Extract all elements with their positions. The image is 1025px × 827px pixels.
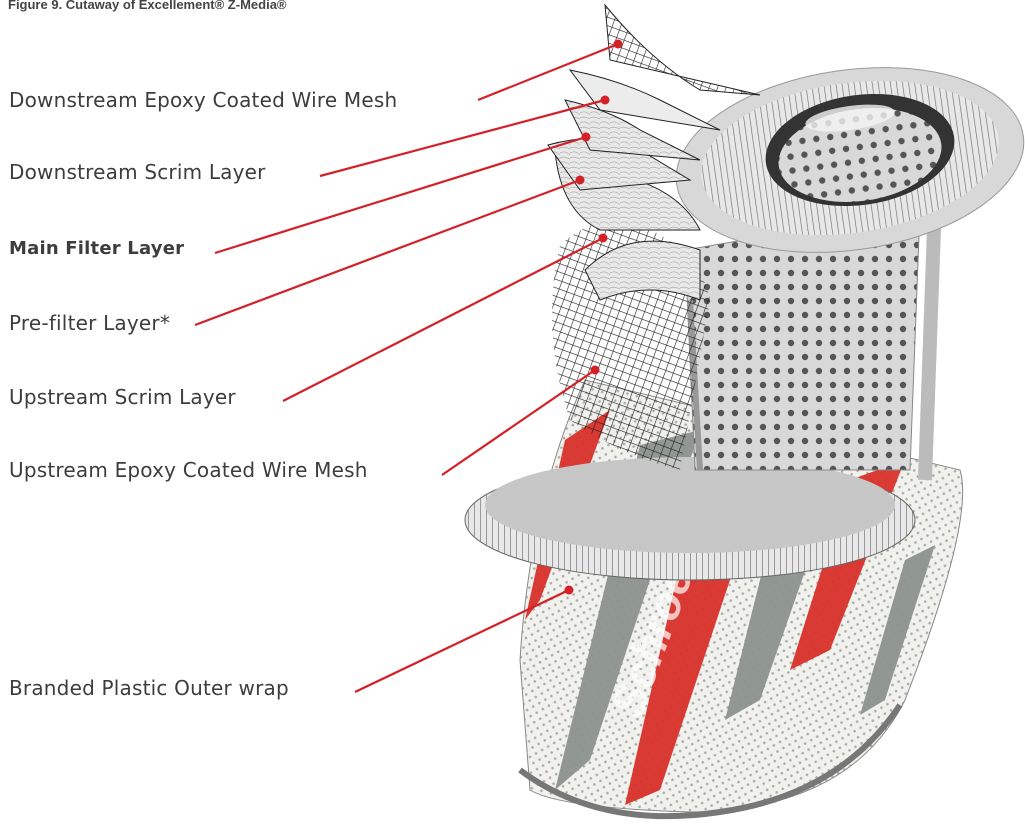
pleated-media-ring	[465, 457, 915, 580]
end-cap	[664, 47, 1025, 274]
